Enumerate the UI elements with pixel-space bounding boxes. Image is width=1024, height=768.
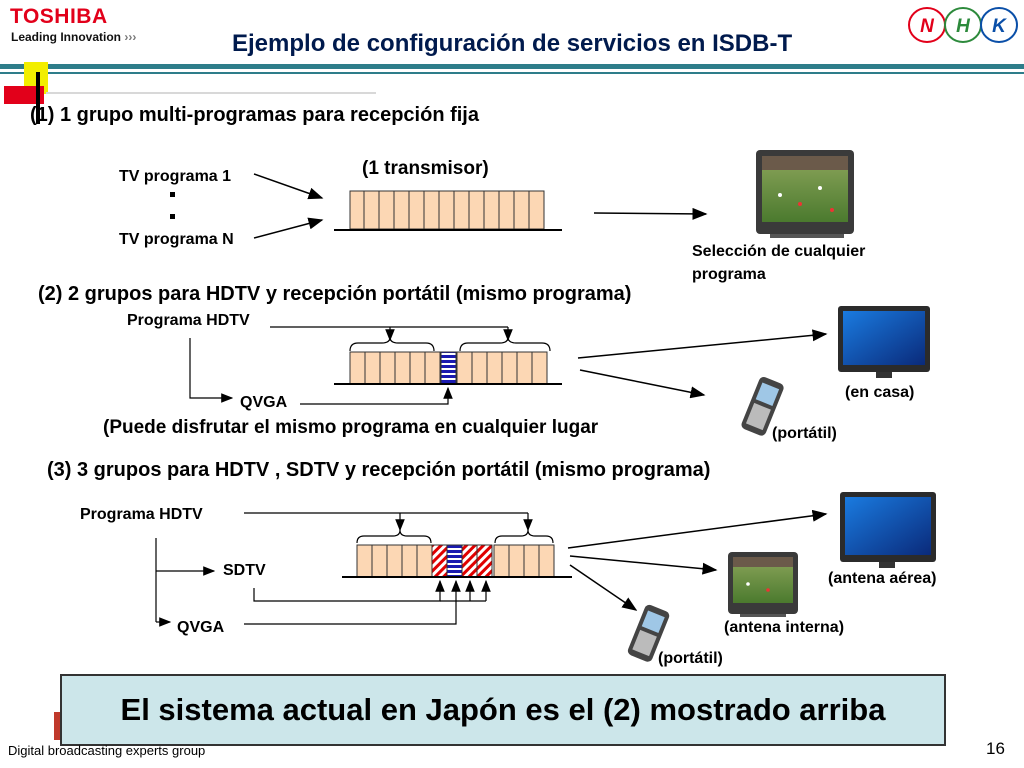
- conclusion-text: El sistema actual en Japón es el (2) mos…: [120, 692, 886, 727]
- accent-decoration: [4, 62, 376, 124]
- section1-heading: (1) 1 grupo multi-programas para recepci…: [30, 104, 479, 126]
- page-number: 16: [986, 739, 1005, 758]
- input-tv-program-last: TV programa N: [119, 231, 234, 248]
- flat-tv-icon-2: [840, 492, 936, 568]
- output-home: (en casa): [845, 384, 915, 401]
- input-qvga: QVGA: [240, 394, 288, 411]
- nhk-letter-k: K: [992, 16, 1007, 37]
- header-rule: [0, 64, 1024, 74]
- input-qvga-3: QVGA: [177, 619, 225, 636]
- nhk-letter-h: H: [956, 16, 971, 37]
- output-aerial-antenna: (antena aérea): [828, 570, 937, 587]
- tagline-text: Leading Innovation: [11, 30, 121, 44]
- section1-diagram: [170, 173, 708, 239]
- section3-heading: (3) 3 grupos para HDTV , SDTV y recepció…: [47, 459, 711, 481]
- nhk-letter-n: N: [920, 16, 935, 37]
- output-indoor-antenna: (antena interna): [724, 619, 845, 636]
- input-program-hdtv: Programa HDTV: [127, 312, 250, 329]
- flat-tv-icon: [838, 306, 930, 378]
- footer-group-name: Digital broadcasting experts group: [8, 743, 206, 758]
- mobile-phone-icon-2: [627, 604, 670, 662]
- toshiba-logo: TOSHIBA: [10, 5, 108, 28]
- input-sdtv: SDTV: [223, 562, 266, 579]
- section3-diagram: [155, 509, 828, 627]
- output-portable-3: (portátil): [658, 650, 723, 667]
- crt-tv-icon: [756, 150, 854, 238]
- section2-diagram: [189, 326, 828, 405]
- chevrons-icon: ›››: [124, 30, 137, 44]
- output-portable: (portátil): [772, 425, 837, 442]
- decor-red-mark: [54, 712, 64, 740]
- conclusion-banner: El sistema actual en Japón es el (2) mos…: [60, 674, 946, 746]
- input-tv-program-first: TV programa 1: [119, 168, 232, 185]
- mobile-phone-icon: [741, 376, 784, 436]
- output-caption: Selección de cualquier programa: [692, 243, 866, 283]
- transmitter-label: (1 transmisor): [362, 158, 489, 179]
- nhk-logo: N H K: [908, 7, 1018, 43]
- crt-tv-icon-2: [728, 552, 798, 617]
- section2-heading: (2) 2 grupos para HDTV y recepción portá…: [38, 283, 632, 305]
- toshiba-tagline: Leading Innovation ›››: [11, 30, 136, 44]
- slide-title: Ejemplo de configuración de servicios en…: [232, 30, 793, 57]
- input-program-hdtv-3: Programa HDTV: [80, 506, 203, 523]
- section2-note: (Puede disfrutar el mismo programa en cu…: [103, 417, 599, 438]
